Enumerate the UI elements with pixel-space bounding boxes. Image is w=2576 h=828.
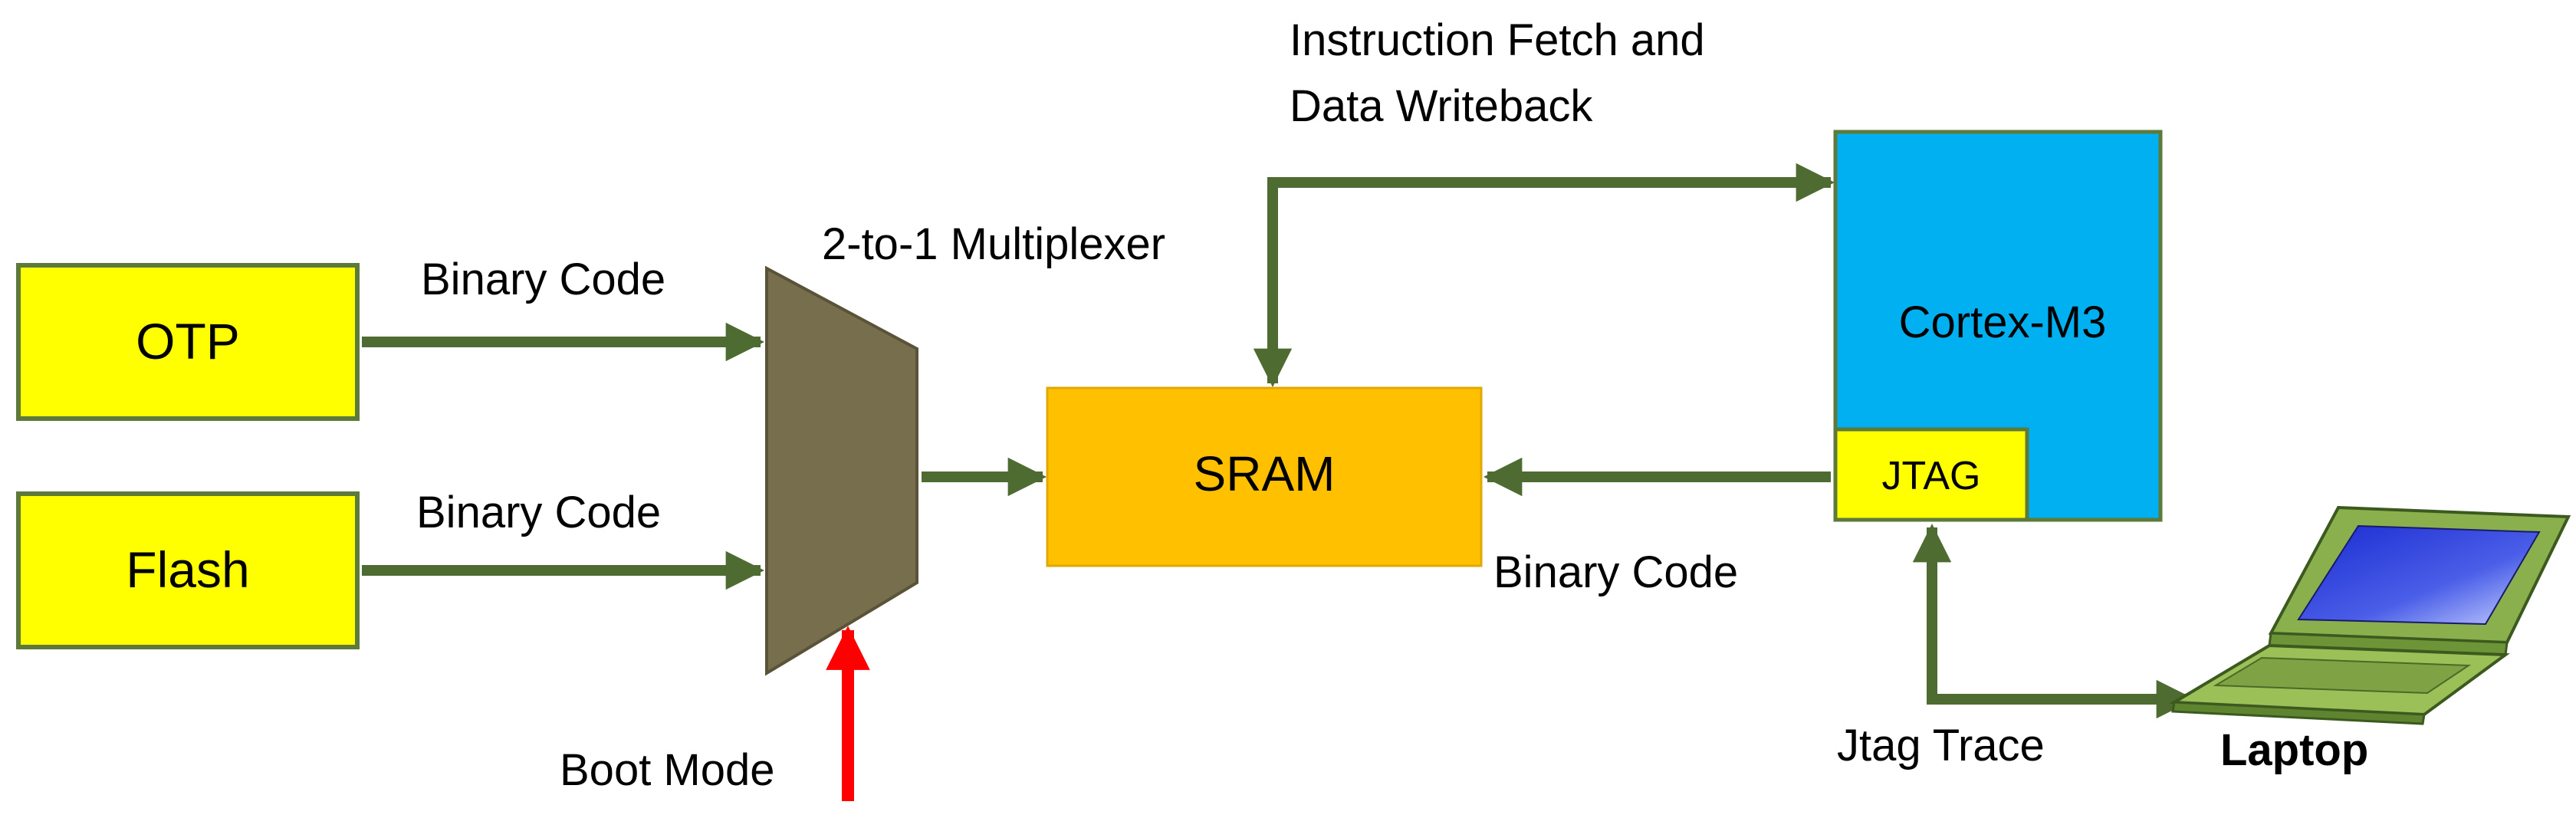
- cortex-m3-label: Cortex-M3: [1899, 297, 2107, 347]
- otp-label: OTP: [136, 313, 240, 370]
- jtag-trace-label: Jtag Trace: [1837, 721, 2045, 770]
- fetch-writeback-label-line1: Instruction Fetch and: [1290, 15, 1705, 65]
- jtag-label: JTAG: [1881, 454, 1980, 498]
- binary-code-label-flash: Binary Code: [416, 488, 661, 537]
- sram-label: SRAM: [1194, 446, 1336, 501]
- flash-label: Flash: [126, 541, 249, 598]
- jtag-block: JTAG: [1833, 427, 2029, 522]
- laptop-label: Laptop: [2220, 725, 2368, 775]
- fetch-writeback-arrow: [1253, 163, 1835, 388]
- binary-code-label-otp: Binary Code: [421, 255, 665, 304]
- otp-block: OTP: [16, 263, 360, 421]
- binary-code-label-sram: Binary Code: [1493, 547, 1738, 597]
- flash-block: Flash: [16, 491, 360, 649]
- multiplexer-trapezoid: [765, 265, 918, 676]
- boot-mode-label: Boot Mode: [560, 745, 775, 795]
- laptop-icon: [2169, 505, 2571, 725]
- multiplexer-label: 2-to-1 Multiplexer: [822, 219, 1165, 269]
- sram-block: SRAM: [1046, 386, 1483, 567]
- jtag-trace-arrow: [1912, 523, 2196, 719]
- fetch-writeback-label-line2: Data Writeback: [1290, 81, 1593, 131]
- data-flow-arrows: [362, 163, 2196, 801]
